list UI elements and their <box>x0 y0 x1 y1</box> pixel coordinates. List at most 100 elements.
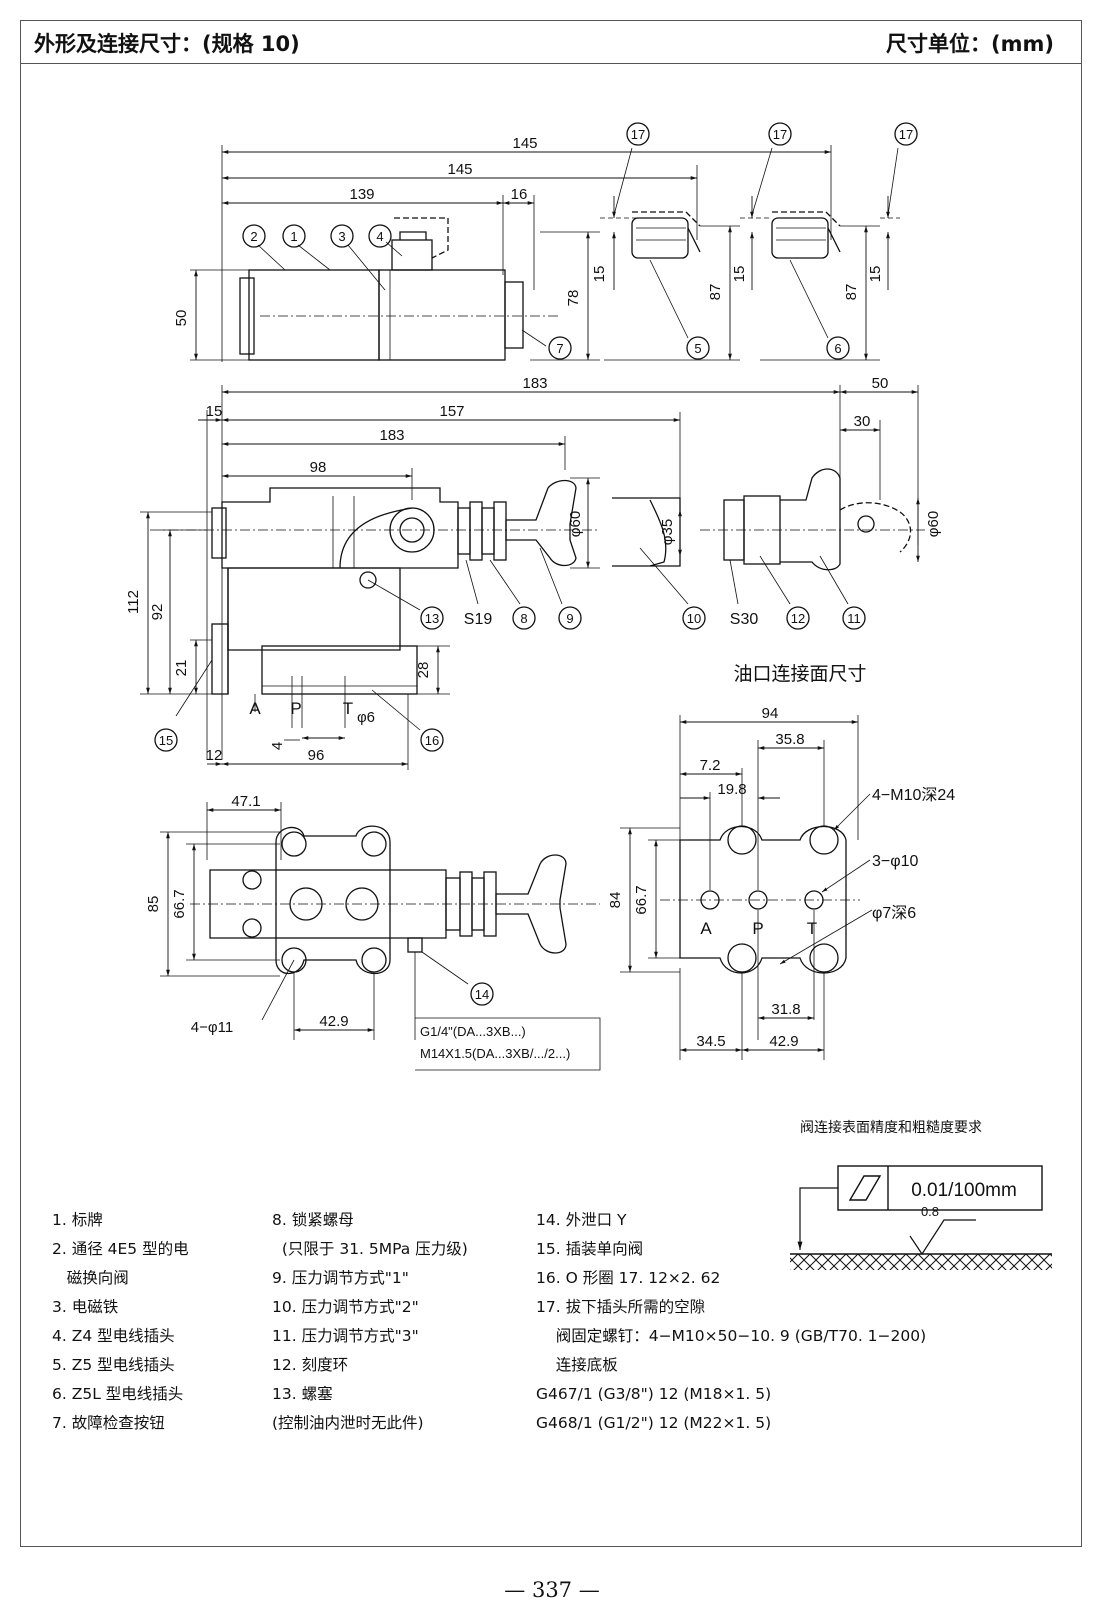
dim-21: 21 <box>173 660 190 677</box>
dim-4-m10: 4−M10深24 <box>872 786 955 804</box>
dim-19-8: 19.8 <box>717 781 746 798</box>
dim-phi60-a: φ60 <box>567 511 584 537</box>
legend-item: 连接底板 <box>536 1356 618 1374</box>
roughness-value: 0.8 <box>921 1204 939 1219</box>
legend-item: (只限于 31. 5MPa 压力级) <box>272 1240 468 1258</box>
balloon-11: 11 <box>847 611 861 626</box>
dim-112: 112 <box>125 590 142 614</box>
dim-66-7-face: 66.7 <box>633 885 650 914</box>
dim-4-phi11: 4−φ11 <box>191 1019 233 1036</box>
legend-item: 2. 通径 4E5 型的电 <box>52 1240 189 1258</box>
legend-item: 11. 压力调节方式"3" <box>272 1327 419 1345</box>
legend-col-2: 8. 锁紧螺母 (只限于 31. 5MPa 压力级) 9. 压力调节方式"1" … <box>272 1206 468 1438</box>
balloon-13: 13 <box>425 611 439 626</box>
legend-item: G468/1 (G1/2") 12 (M22×1. 5) <box>536 1414 772 1432</box>
balloons <box>154 122 918 1006</box>
port-face-view <box>620 715 873 1060</box>
dim-87-a: 87 <box>707 284 724 301</box>
legend-item: G467/1 (G3/8") 12 (M18×1. 5) <box>536 1385 772 1403</box>
header-bar: 外形及连接尺寸：(规格 10) 尺寸单位：(mm) <box>20 20 1082 64</box>
dim-157: 157 <box>439 403 464 420</box>
legend-item: 12. 刻度环 <box>272 1356 349 1374</box>
legend-item: 14. 外泄口 Y <box>536 1211 627 1229</box>
bottom-view <box>160 802 601 1071</box>
balloon-14: 14 <box>475 987 489 1002</box>
dim-85: 85 <box>145 896 162 913</box>
page-frame <box>20 20 1082 1547</box>
dim-31-8: 31.8 <box>771 1001 800 1018</box>
dim-phi35: φ35 <box>659 519 676 545</box>
port-P-face: P <box>752 919 763 938</box>
dim-183-b: 183 <box>379 427 404 444</box>
legend-item: (控制油内泄时无此件) <box>272 1414 424 1432</box>
balloon-4: 4 <box>376 229 383 244</box>
dim-34-5: 34.5 <box>696 1033 725 1050</box>
balloon-3: 3 <box>338 229 345 244</box>
balloon-15: 15 <box>159 733 173 748</box>
dim-98: 98 <box>310 459 327 476</box>
note-g14: G1/4"(DA...3XB...) <box>420 1024 526 1039</box>
legend-item: 阀固定螺钉：4−M10×50−10. 9 (GB/T70. 1−200) <box>536 1327 927 1345</box>
flatness-value: 0.01/100mm <box>911 1180 1017 1201</box>
dim-phi60-b: φ60 <box>925 511 942 537</box>
balloon-5: 5 <box>694 341 701 356</box>
surface-symbol <box>790 1165 1052 1270</box>
dim-28: 28 <box>415 662 432 679</box>
dim-78: 78 <box>565 290 582 307</box>
dim-16: 16 <box>511 186 528 203</box>
balloon-17-b: 17 <box>773 127 787 142</box>
port-A-front: A <box>249 699 261 718</box>
balloon-8: 8 <box>520 611 527 626</box>
dim-12: 12 <box>206 747 223 764</box>
label-s19: S19 <box>464 611 493 628</box>
port-A-face: A <box>700 919 712 938</box>
balloon-7: 7 <box>556 341 563 356</box>
legend-item: 16. O 形圈 17. 12×2. 62 <box>536 1269 721 1287</box>
dim-92: 92 <box>149 604 166 621</box>
legend-item: 8. 锁紧螺母 <box>272 1211 354 1229</box>
front-view <box>140 385 925 770</box>
dim-35-8: 35.8 <box>775 731 804 748</box>
balloon-2: 2 <box>250 229 257 244</box>
dim-47-1: 47.1 <box>231 793 260 810</box>
balloon-9: 9 <box>566 611 573 626</box>
legend-item: 15. 插装单向阀 <box>536 1240 644 1258</box>
dim-50-front: 50 <box>872 375 889 392</box>
legend-item: 7. 故障检查按钮 <box>52 1414 165 1432</box>
port-face-title: 油口连接面尺寸 <box>733 663 866 685</box>
balloon-1: 1 <box>290 229 297 244</box>
page-number: — 337 — <box>504 1578 600 1602</box>
dim-183-a: 183 <box>522 375 547 392</box>
port-T-face: T <box>807 919 817 938</box>
balloon-17-a: 17 <box>631 127 645 142</box>
page-title: 外形及连接尺寸：(规格 10) <box>34 32 300 56</box>
legend-item: 3. 电磁铁 <box>52 1298 119 1316</box>
legend-item: 17. 拔下插头所需的空隙 <box>536 1298 706 1316</box>
dim-66-7-bottom: 66.7 <box>171 889 188 918</box>
port-T-front: T <box>343 699 353 718</box>
legend-item: 10. 压力调节方式"2" <box>272 1298 419 1316</box>
dim-87-b: 87 <box>843 284 860 301</box>
dim-42-9-bottom: 42.9 <box>319 1013 348 1030</box>
balloon-10: 10 <box>687 611 701 626</box>
dim-30: 30 <box>854 413 871 430</box>
legend-col-3: 14. 外泄口 Y 15. 插装单向阀 16. O 形圈 17. 12×2. 6… <box>536 1206 926 1438</box>
dim-phi6: φ6 <box>357 709 375 726</box>
dim-139: 139 <box>349 186 374 203</box>
port-P-front: P <box>290 699 301 718</box>
balloon-17-c: 17 <box>899 127 913 142</box>
surface-title: 阀连接表面精度和粗糙度要求 <box>800 1119 982 1135</box>
legend-item: 13. 螺塞 <box>272 1385 333 1403</box>
dim-3-phi10: 3−φ10 <box>872 853 919 870</box>
dim-15-a: 15 <box>591 266 608 283</box>
legend-item: 4. Z4 型电线插头 <box>52 1327 175 1345</box>
dim-96: 96 <box>308 747 325 764</box>
legend-item: 磁换向阀 <box>52 1269 129 1287</box>
label-s30: S30 <box>730 611 759 628</box>
dim-84: 84 <box>607 892 624 909</box>
dim-15-front: 15 <box>206 403 223 420</box>
legend-item: 1. 标牌 <box>52 1211 103 1229</box>
note-m14: M14X1.5(DA...3XB/.../2...) <box>420 1046 570 1061</box>
dim-50-top: 50 <box>173 310 190 327</box>
dim-42-9-face: 42.9 <box>769 1033 798 1050</box>
